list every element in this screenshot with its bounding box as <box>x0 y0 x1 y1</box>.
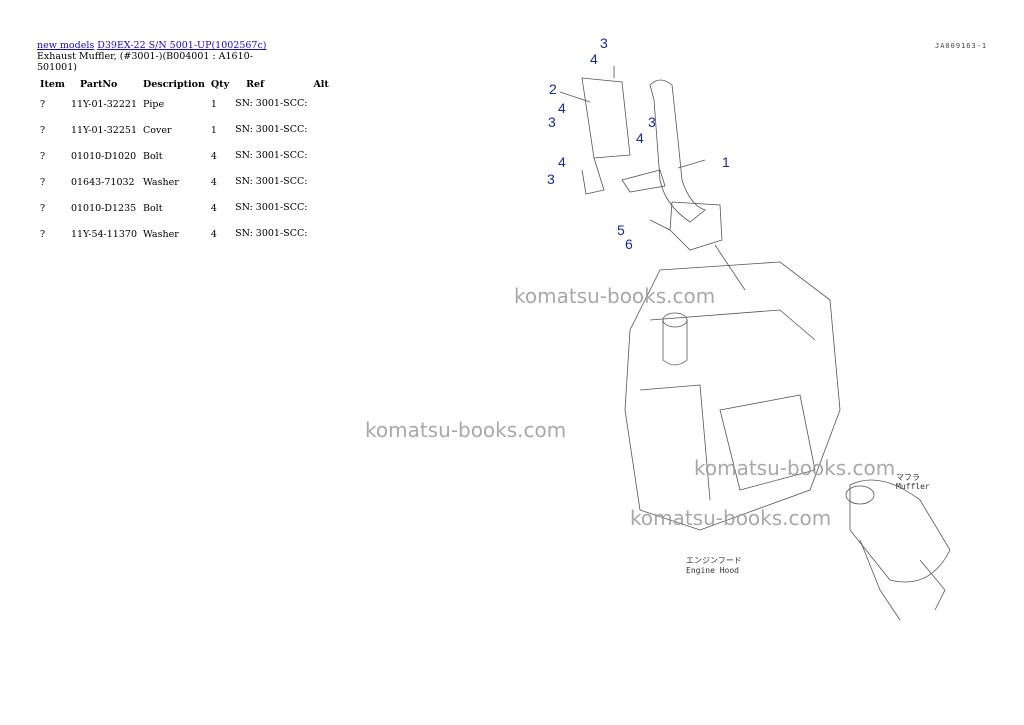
drawing-code: JA009163-1 <box>935 42 987 50</box>
header-qty: Qty <box>210 79 230 90</box>
cell-ref: SN: 3001-SCC: <box>235 150 308 161</box>
cell-alt <box>310 202 331 228</box>
hood-panel <box>639 384 711 501</box>
cover-bracket <box>581 157 605 195</box>
cell-description: Cover <box>142 125 172 136</box>
watermark-4: komatsu-books.com <box>630 506 831 530</box>
pipe-bracket <box>621 169 666 193</box>
muffler-label-jp: マフラ <box>896 473 920 482</box>
header-alt: Alt <box>313 79 329 90</box>
pipe-part <box>649 79 706 223</box>
cell-qty: 1 <box>210 99 217 110</box>
cell-description: Bolt <box>142 151 163 162</box>
callout-3-low: 3 <box>547 171 555 187</box>
cell-part-number: 11Y-01-32221 <box>70 99 137 110</box>
header-partno: PartNo <box>79 79 118 90</box>
cell-alt <box>310 176 331 202</box>
muffler-label-en: Muffler <box>896 482 930 491</box>
cell-description: Bolt <box>142 203 163 214</box>
cell-ref: SN: 3001-SCC: <box>235 124 308 135</box>
cell-item: ? <box>40 99 46 110</box>
header-ref: Ref <box>246 79 265 90</box>
callout-4-right: 4 <box>636 130 644 146</box>
header-description: Description <box>142 79 205 90</box>
hood-opening <box>662 312 688 328</box>
leader-2 <box>559 91 591 103</box>
muffler-bracket <box>859 539 901 621</box>
cell-ref: SN: 3001-SCC: <box>235 202 308 213</box>
callout-4-low: 4 <box>558 154 566 170</box>
cell-alt <box>310 124 331 150</box>
muffler-mount <box>919 559 946 611</box>
leader-1 <box>677 159 706 169</box>
callout-3-right: 3 <box>648 114 656 130</box>
cell-item: ? <box>40 229 46 240</box>
cover-part <box>581 77 631 159</box>
cell-part-number: 01643-71032 <box>70 177 135 188</box>
callout-1: 1 <box>722 154 730 170</box>
watermark-1: komatsu-books.com <box>514 284 715 308</box>
watermark-3: komatsu-books.com <box>694 456 895 480</box>
cell-description: Washer <box>142 229 179 240</box>
muffler-body <box>849 479 951 583</box>
callout-3-top: 3 <box>600 35 608 51</box>
hood-label-en: Engine Hood <box>686 566 739 575</box>
callout-6: 6 <box>625 236 633 252</box>
hood-label-jp: エンジンフード <box>686 556 742 565</box>
cell-item: ? <box>40 151 46 162</box>
table-row: ? 01010-D1235 Bolt 4 SN: 3001-SCC: <box>37 202 332 228</box>
callout-4-top: 4 <box>590 51 598 67</box>
hood-stack <box>662 320 688 366</box>
callout-2: 2 <box>549 81 557 97</box>
header-item: Item <box>40 79 65 90</box>
cell-qty: 4 <box>210 229 217 240</box>
callout-5: 5 <box>617 222 625 238</box>
diagram-svg: JA009163-1 3 4 2 4 3 4 3 1 4 3 5 6 マフラ M… <box>365 35 987 621</box>
muffler-outlet <box>845 485 875 505</box>
cell-alt <box>310 98 331 124</box>
table-row: ? 01010-D1020 Bolt 4 SN: 3001-SCC: <box>37 150 332 176</box>
cell-part-number: 11Y-01-32251 <box>70 125 137 136</box>
table-row: ? 11Y-54-11370 Washer 4 SN: 3001-SCC: <box>37 228 332 254</box>
cell-ref: SN: 3001-SCC: <box>235 98 308 109</box>
table-row: ? 11Y-01-32251 Cover 1 SN: 3001-SCC: <box>37 124 332 150</box>
cell-qty: 4 <box>210 203 217 214</box>
parts-table: Item PartNo Description Qty Ref Alt ? 11Y… <box>37 77 332 254</box>
table-header-row: Item PartNo Description Qty Ref Alt <box>37 77 332 98</box>
callout-4-left: 4 <box>558 100 566 116</box>
leader-hood <box>714 244 746 291</box>
cell-alt <box>310 150 331 176</box>
cell-part-number: 01010-D1235 <box>70 203 137 214</box>
watermark-2: komatsu-books.com <box>365 418 566 442</box>
cell-qty: 1 <box>210 125 217 136</box>
cell-item: ? <box>40 203 46 214</box>
cell-description: Pipe <box>142 99 165 110</box>
cell-ref: SN: 3001-SCC: <box>235 228 308 239</box>
hood-door <box>719 394 816 491</box>
cell-item: ? <box>40 177 46 188</box>
breadcrumb-model-link[interactable]: D39EX-22 S/N 5001-UP(1002567c) <box>97 40 267 51</box>
cell-part-number: 01010-D1020 <box>70 151 137 162</box>
cell-qty: 4 <box>210 177 217 188</box>
cell-ref: SN: 3001-SCC: <box>235 176 308 187</box>
cell-part-number: 11Y-54-11370 <box>70 229 137 240</box>
engine-hood <box>624 261 841 531</box>
cell-item: ? <box>40 125 46 136</box>
pipe-flange <box>669 201 723 251</box>
cell-qty: 4 <box>210 151 217 162</box>
cell-alt <box>310 228 331 254</box>
hood-edge <box>649 309 816 341</box>
cell-description: Washer <box>142 177 179 188</box>
table-row: ? 01643-71032 Washer 4 SN: 3001-SCC: <box>37 176 332 202</box>
leader-5 <box>649 219 671 231</box>
table-row: ? 11Y-01-32221 Pipe 1 SN: 3001-SCC: <box>37 98 332 124</box>
exploded-diagram: JA009163-1 3 4 2 4 3 4 3 1 4 3 5 6 マフラ M… <box>360 30 1010 640</box>
page-title: Exhaust Muffler, (#3001-)(B004001 : A161… <box>37 51 253 73</box>
breadcrumb-new-models-link[interactable]: new models <box>37 40 95 51</box>
callout-3-left: 3 <box>548 114 556 130</box>
